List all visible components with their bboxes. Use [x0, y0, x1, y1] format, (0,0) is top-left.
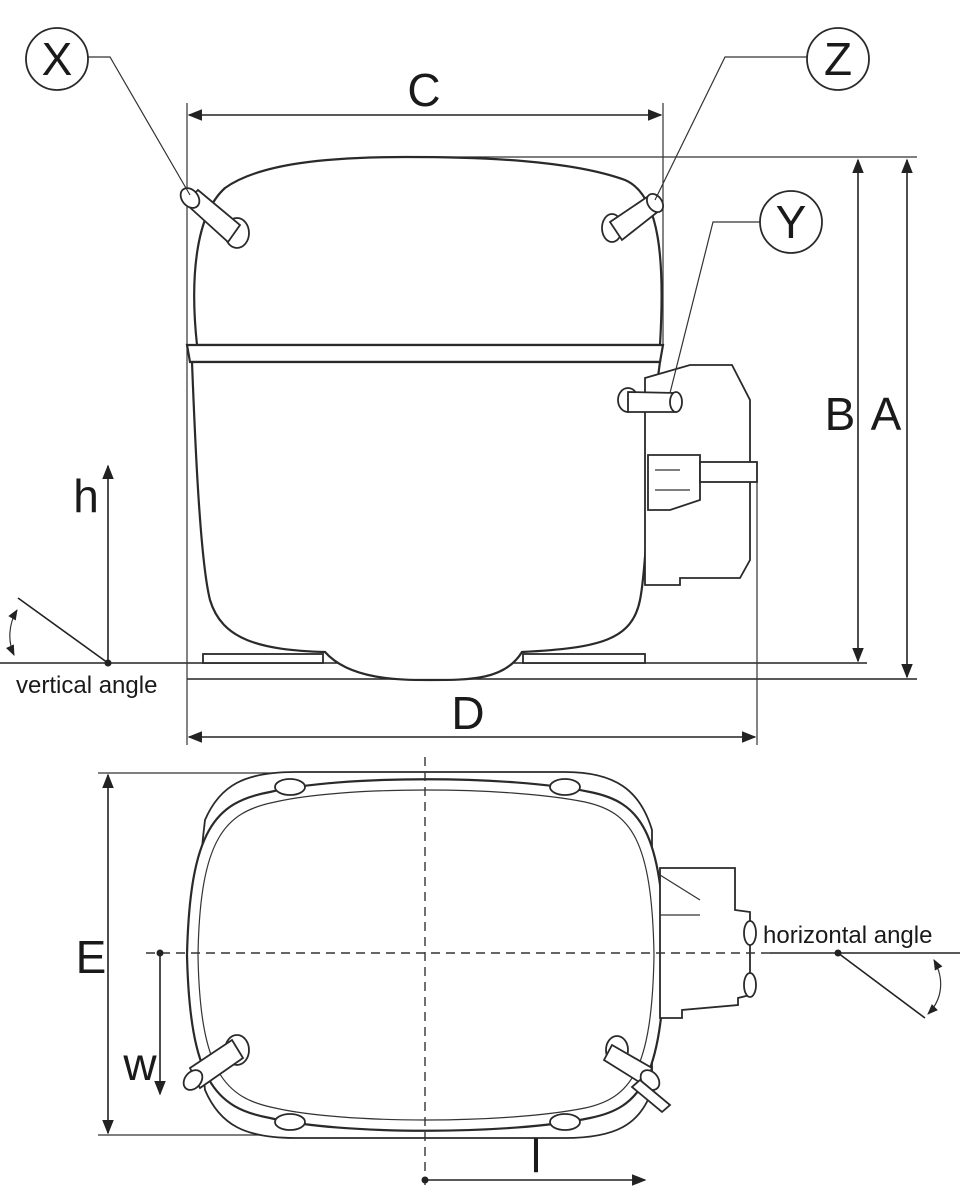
callout-x-label: X	[42, 33, 73, 85]
callout-z-circle	[806, 27, 870, 91]
dimension-a-label: A	[871, 388, 902, 440]
side-view: X Z Y C B A D h vertical angle	[0, 27, 917, 745]
callout-y-circle	[759, 190, 823, 254]
compressor-seam	[185, 343, 665, 364]
callout-z-label: Z	[824, 33, 852, 85]
compressor-body	[190, 360, 662, 682]
callout-y-label: Y	[776, 196, 807, 248]
compressor-dome	[193, 155, 663, 347]
dimension-l-label: l	[531, 1130, 541, 1182]
top-view: E w l horizontal angle	[76, 757, 960, 1186]
dimension-c-label: C	[407, 64, 440, 116]
vertical-angle-label: vertical angle	[16, 672, 157, 699]
dimension-h-label: h	[73, 470, 99, 522]
horizontal-angle-label: horizontal angle	[763, 922, 932, 949]
terminal-box-top	[659, 867, 751, 1019]
callout-x-circle	[25, 27, 89, 91]
dimension-d-label: D	[451, 687, 484, 739]
dimension-w-label: w	[122, 1038, 157, 1090]
shell-outline	[185, 778, 667, 1132]
dimension-b-label: B	[825, 388, 856, 440]
dimension-e-label: E	[76, 931, 107, 983]
